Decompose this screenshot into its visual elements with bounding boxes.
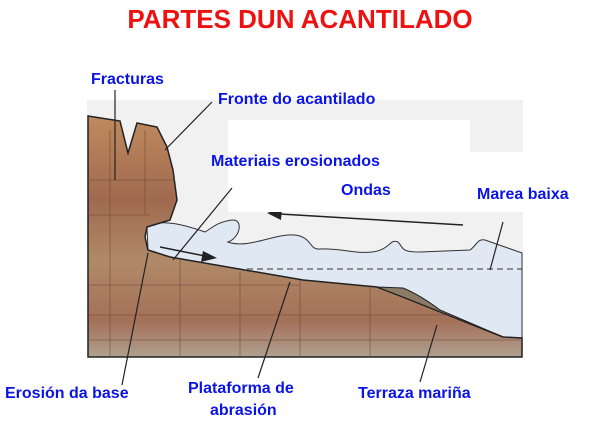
label-ondas: Ondas — [341, 182, 391, 199]
terrace-deposit — [376, 286, 504, 338]
label-plataforma-1: Plataforma de — [188, 380, 294, 397]
label-terraza: Terraza mariña — [358, 385, 471, 402]
label-marea: Marea baixa — [477, 186, 569, 203]
rock-strata — [88, 130, 520, 357]
leader-lines — [114, 90, 504, 386]
water — [146, 219, 523, 339]
label-mask — [228, 120, 470, 212]
backwash-arrow — [159, 246, 217, 262]
label-materiais: Materiais erosionados — [211, 153, 380, 170]
label-erosion: Erosión da base — [5, 385, 129, 402]
label-fracturas: Fracturas — [91, 71, 164, 88]
label-fronte: Fronte do acantilado — [218, 91, 376, 108]
label-mask — [470, 152, 556, 212]
rock-cliff — [87, 115, 523, 358]
label-plataforma-2: abrasión — [210, 402, 277, 419]
diagram-title: PARTES DUN ACANTILADO — [127, 4, 473, 34]
